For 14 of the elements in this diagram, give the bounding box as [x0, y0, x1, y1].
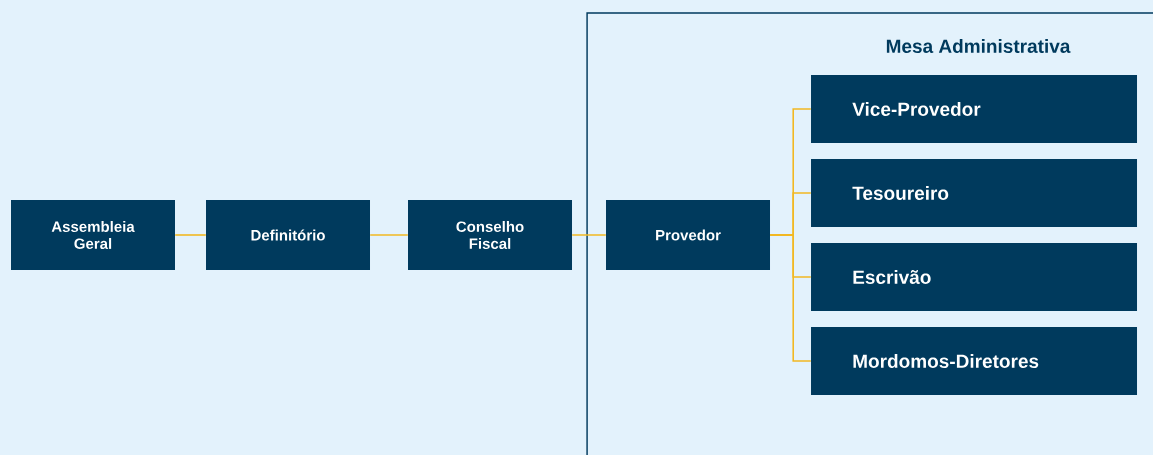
role-box: Assembleia Geral: [11, 200, 175, 270]
role-box: Escrivão: [811, 243, 1137, 311]
role-box: Tesoureiro: [811, 159, 1137, 227]
role-box: Mordomos-Diretores: [811, 327, 1137, 395]
connector-line: [769, 234, 812, 362]
connector-line: [571, 234, 607, 236]
role-box: Conselho Fiscal: [408, 200, 572, 270]
connector-line: [174, 234, 207, 236]
role-box: Provedor: [606, 200, 770, 270]
connector-line: [369, 234, 409, 236]
group-frame: [586, 12, 1153, 455]
role-box: Vice-Provedor: [811, 75, 1137, 143]
role-box: Definitório: [206, 200, 370, 270]
group-heading: Mesa Administrativa: [886, 39, 1071, 53]
